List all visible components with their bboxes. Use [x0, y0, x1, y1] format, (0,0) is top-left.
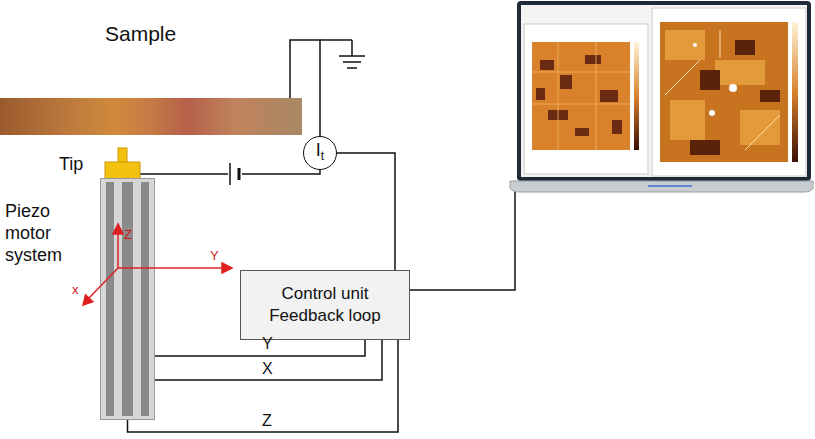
wire-line — [128, 340, 399, 432]
laptop-part-part — [729, 84, 737, 92]
laptop-part — [652, 8, 806, 176]
laptop-part-part — [709, 110, 715, 116]
laptop-part — [665, 30, 780, 145]
ground-symbol-part — [320, 39, 352, 41]
laptop-part-part — [740, 110, 780, 145]
node-text: Piezo motor system — [5, 200, 90, 266]
laptop-part-part — [700, 70, 720, 90]
node-text: I — [316, 140, 321, 160]
laptop-part-part — [715, 60, 765, 85]
laptop-part-part — [585, 55, 601, 64]
piezo-shape-part-part — [89, 268, 118, 298]
laptop-part-part — [735, 40, 755, 55]
piezo-shape-part-part — [118, 267, 224, 269]
laptop-part-part — [670, 100, 705, 140]
laptop-part-part — [745, 115, 780, 150]
laptop-part — [536, 55, 622, 136]
node-text: Sample — [105, 22, 176, 46]
laptop-part — [634, 42, 639, 150]
laptop-part-part — [760, 90, 780, 102]
piezo-shape-part-part — [113, 224, 123, 234]
laptop-part-part — [558, 42, 559, 150]
wire — [337, 153, 395, 270]
laptop-part — [792, 22, 798, 162]
piezo-shape-part-part — [83, 295, 93, 305]
axis-label: Y — [210, 249, 219, 263]
laptop-part — [690, 40, 780, 155]
signal-label: Z — [262, 413, 272, 429]
piezo-shape-part-part — [222, 263, 232, 273]
current-meter: It — [303, 136, 337, 170]
ground-symbol — [320, 40, 365, 68]
wire — [128, 340, 399, 432]
piezo-shape-part — [141, 182, 149, 416]
laptop-part-part — [532, 104, 630, 105]
laptop-part — [693, 43, 737, 116]
node-text: Tip — [59, 154, 83, 174]
laptop-part-part — [665, 30, 705, 60]
probe-tip: Tip — [105, 148, 140, 180]
laptop-part — [660, 22, 788, 162]
laptop-part-part — [536, 88, 545, 100]
laptop-part — [510, 181, 813, 192]
battery-symbol-part — [228, 164, 242, 184]
piezo-shape-part — [83, 224, 232, 305]
laptop-part-part — [575, 128, 589, 136]
piezo-shape-part — [122, 182, 133, 416]
tip-shape — [105, 148, 140, 180]
laptop-part — [665, 30, 780, 150]
control-box: Control unit Feedback loop — [240, 270, 410, 340]
laptop-part-part — [720, 30, 721, 58]
piezo-shape-part — [101, 179, 155, 420]
node-text: Control unit Feedback loop — [260, 283, 390, 327]
laptop-part-part — [560, 75, 572, 89]
battery-symbol-part — [238, 168, 241, 180]
box-text: Control unit Feedback loop — [260, 283, 390, 327]
node-text: t — [321, 149, 324, 163]
wire — [155, 340, 365, 356]
signal-label: Y — [262, 336, 273, 352]
sample-bar: Sample — [0, 98, 302, 135]
ground-symbol-part — [339, 55, 365, 57]
wire-line — [337, 153, 395, 270]
laptop-part-part — [600, 90, 618, 102]
laptop-part — [517, 1, 811, 181]
tip-shape-part — [105, 162, 140, 180]
piezo-shape-part — [106, 182, 114, 416]
laptop-part-part — [532, 72, 630, 73]
laptop — [510, 1, 813, 192]
axis-label: x — [72, 283, 79, 297]
signal-label: X — [262, 361, 273, 377]
axis-label: Z — [124, 228, 132, 242]
computer-wire — [410, 190, 515, 290]
piezo-shape — [100, 178, 155, 420]
laptop-part — [524, 24, 648, 174]
laptop-part-part — [693, 43, 697, 47]
laptop-part-part — [612, 120, 622, 134]
laptop-part-part — [540, 60, 554, 70]
laptop-part — [532, 42, 630, 150]
laptop-part — [648, 185, 692, 187]
laptop-part — [521, 5, 807, 177]
meter-label: It — [316, 141, 324, 165]
laptop-part — [532, 42, 630, 150]
ground-symbol-part — [351, 40, 353, 56]
laptop-part-part — [690, 140, 720, 155]
ground-symbol-part — [347, 67, 357, 69]
laptop-part-part — [596, 42, 597, 150]
laptop-part-part — [665, 60, 700, 95]
ground-symbol-part — [343, 61, 361, 63]
piezo-shape-part-part — [117, 232, 119, 268]
piezo-tube: Piezo motor system — [100, 178, 155, 420]
wire-line — [155, 340, 365, 356]
battery-symbol-part — [229, 163, 231, 185]
